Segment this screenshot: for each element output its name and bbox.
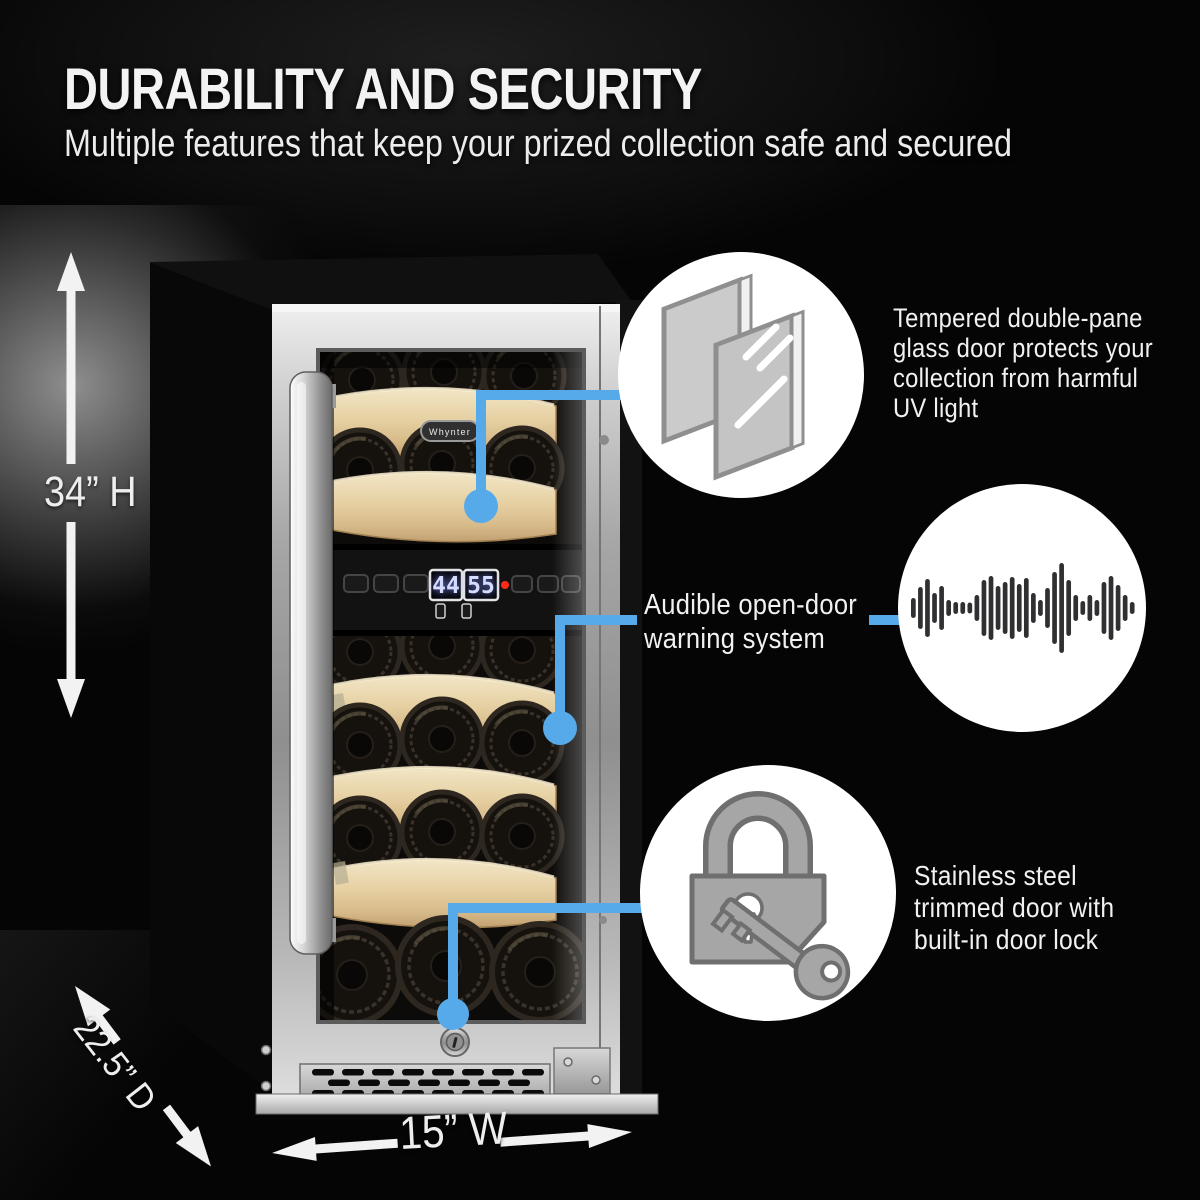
width-dimension-arrow [272, 1124, 632, 1161]
feature-line: built-in door lock [914, 924, 1099, 955]
zone2-display [462, 568, 500, 602]
frame-screw [599, 916, 607, 924]
zone1-display [428, 568, 464, 602]
callout-circle-glass [618, 252, 864, 498]
sound-wave-icon [911, 563, 1135, 653]
temp-up-button [373, 574, 399, 593]
double-pane-glass-icon [661, 273, 805, 481]
hinge-plate [553, 1047, 611, 1095]
zone1-probe-icon [435, 603, 446, 619]
feature-line: trimmed door with [914, 892, 1115, 923]
zone2-up-button [511, 575, 533, 593]
feature-line: Tempered double-pane [893, 303, 1143, 333]
cooler-cabinet [150, 254, 642, 1100]
connector-endpoint-dot [543, 711, 577, 745]
feature-line: Audible open-door [644, 589, 858, 621]
page-subtitle: Multiple features that keep your prized … [64, 123, 1013, 165]
feature-text-audio: Audible open-door warning system [644, 588, 857, 656]
connector-endpoint-dot [464, 489, 498, 523]
temperature-control-panel: 44 55 [320, 544, 582, 636]
depth-dimension-arrow [75, 986, 212, 1167]
height-dimension-arrow [57, 252, 85, 718]
frame-top-highlight [272, 304, 620, 312]
zone2-temperature: 55 [467, 573, 495, 599]
cabinet-top-panel [150, 254, 632, 310]
feature-line: UV light [893, 393, 979, 423]
feature-text-glass: Tempered double-pane glass door protects… [893, 303, 1153, 423]
feature-line: warning system [644, 623, 825, 655]
connector-door-lock [437, 903, 664, 1030]
temp-down-button [403, 574, 429, 593]
screw [563, 1057, 573, 1067]
zone1-temperature: 44 [432, 573, 460, 599]
width-dimension-label: 15” W [398, 1101, 509, 1159]
lock-and-key-icon [689, 791, 851, 1001]
brand-badge-text: Whynter [429, 427, 471, 437]
frame-screw [599, 435, 609, 445]
door-handle [289, 371, 336, 955]
power-button [343, 574, 369, 593]
feature-line: Stainless steel [914, 860, 1077, 891]
cabinet-left-side-panel [150, 262, 272, 1092]
connector-audible-warning [543, 615, 907, 745]
feature-line: glass door protects your [893, 333, 1153, 363]
feature-line: collection from harmful [893, 363, 1139, 393]
connector-glass-door [464, 390, 662, 523]
callout-connectors [437, 390, 907, 1030]
zone2-probe-icon [461, 603, 472, 619]
page-title: DURABILITY AND SECURITY [64, 57, 703, 122]
screw [260, 1080, 272, 1092]
connector-endpoint-dot [437, 998, 469, 1030]
cooler-base [255, 1044, 659, 1115]
cooler-door: Whynter [272, 304, 620, 1100]
alert-indicator-light [501, 581, 509, 589]
brand-badge: Whynter [420, 420, 480, 442]
feature-text-lock: Stainless steel trimmed door with built-… [914, 860, 1114, 956]
screw [591, 1075, 601, 1085]
bottom-trim-strip [255, 1093, 659, 1115]
height-dimension-label: 34” H [44, 468, 137, 516]
screw [260, 1044, 272, 1056]
callout-circle-lock [640, 765, 896, 1021]
callout-circle-audio [898, 484, 1146, 732]
door-lock-cylinder [440, 1027, 470, 1057]
